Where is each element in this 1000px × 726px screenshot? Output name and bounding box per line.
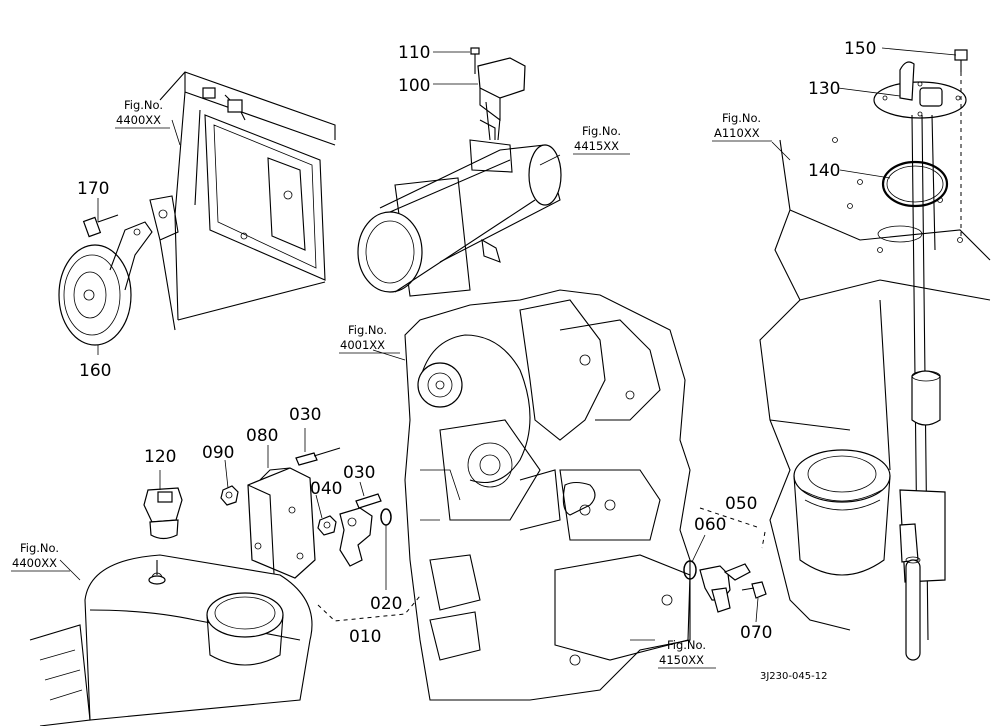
part-label-150: 150 xyxy=(844,39,876,59)
fig-ref-a110-line1: Fig.No. xyxy=(722,111,761,125)
fig-ref-4150-line1: Fig.No. xyxy=(667,638,706,652)
group-brackets xyxy=(317,507,766,622)
part-label-080: 080 xyxy=(246,426,278,446)
part-label-160: 160 xyxy=(79,361,111,381)
part-number-labels: 110 100 150 130 140 170 160 120 090 080 … xyxy=(77,39,876,647)
fuel-tank-drawing xyxy=(759,49,991,661)
part-label-140: 140 xyxy=(808,161,840,181)
fig-ref-4415-line1: Fig.No. xyxy=(582,124,621,138)
fig-ref-a110-line2: A110XX xyxy=(714,126,760,140)
fig-ref-4001-line2: 4001XX xyxy=(340,338,385,352)
part-label-090: 090 xyxy=(202,443,234,463)
figure-reference-labels: Fig.No. 4400XX Fig.No. 4415XX Fig.No. A1… xyxy=(11,98,827,682)
engine-block-drawing xyxy=(404,289,691,701)
fig-ref-4415-line2: 4415XX xyxy=(574,139,619,153)
controller-box-drawing xyxy=(220,447,767,613)
fig-ref-4400-bottom-line1: Fig.No. xyxy=(20,541,59,555)
horn-drawing xyxy=(58,214,153,346)
part-label-030-upper: 030 xyxy=(289,405,321,425)
fig-ref-4400-top-line1: Fig.No. xyxy=(124,98,163,112)
part-label-020: 020 xyxy=(370,594,402,614)
fig-ref-4001-line1: Fig.No. xyxy=(348,323,387,337)
part-label-070: 070 xyxy=(740,623,772,643)
part-label-120: 120 xyxy=(144,447,176,467)
drawing-code: 3J230-045-12 xyxy=(760,671,827,682)
part-label-040: 040 xyxy=(310,479,342,499)
mass-airflow-sensor-drawing xyxy=(357,47,562,297)
air-cleaner-drawing xyxy=(29,487,313,726)
fig-ref-4150-line2: 4150XX xyxy=(659,653,704,667)
part-label-010: 010 xyxy=(349,627,381,647)
frame-bracket-drawing xyxy=(149,71,336,331)
part-label-030-lower: 030 xyxy=(343,463,375,483)
part-label-170: 170 xyxy=(77,179,109,199)
part-label-050: 050 xyxy=(725,494,757,514)
part-label-110: 110 xyxy=(398,43,430,63)
part-label-100: 100 xyxy=(398,76,430,96)
fig-ref-4400-bottom-line2: 4400XX xyxy=(12,556,57,570)
fig-ref-4400-top-line2: 4400XX xyxy=(116,113,161,127)
leader-lines xyxy=(59,47,957,641)
part-label-130: 130 xyxy=(808,79,840,99)
part-label-060: 060 xyxy=(694,515,726,535)
